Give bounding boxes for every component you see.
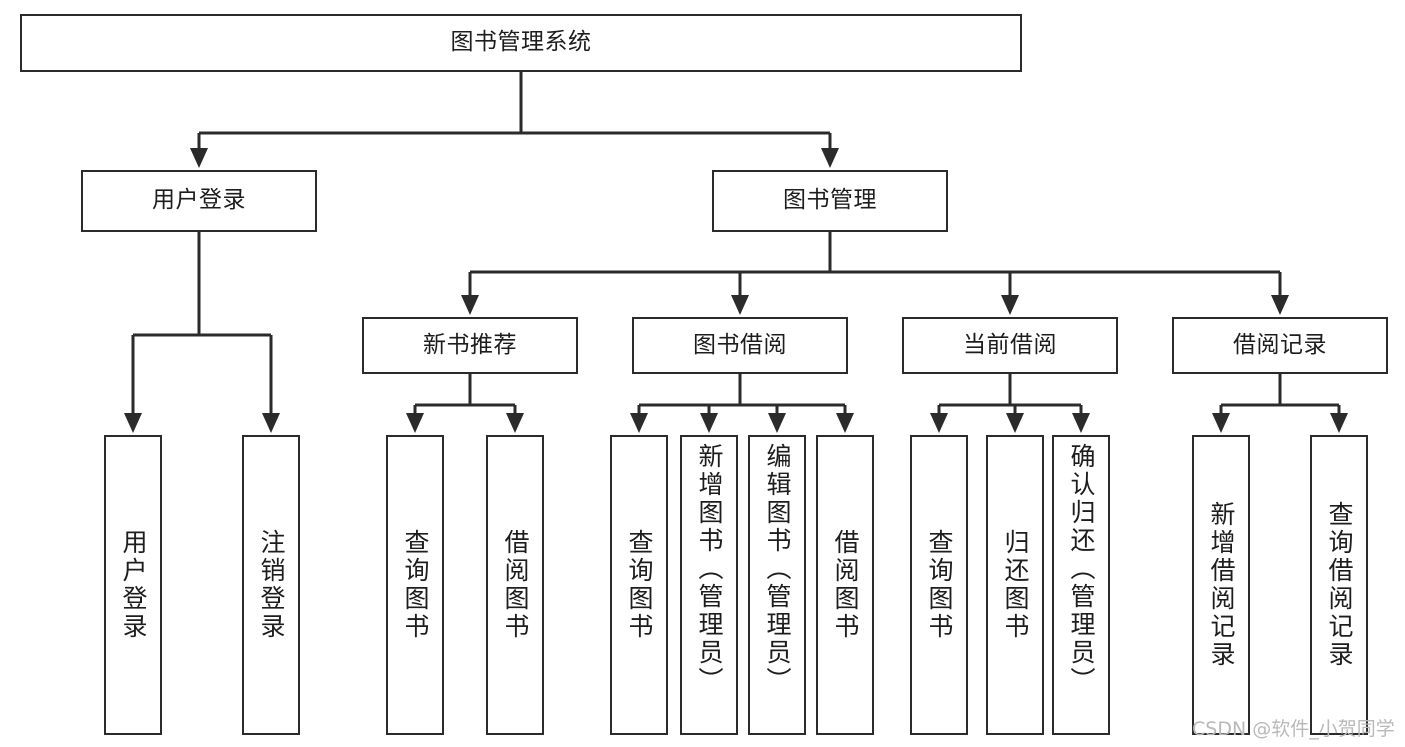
node-label-borrow: 图书借阅: [693, 331, 787, 358]
node-l-borrow2[interactable]: 借阅图书: [816, 435, 874, 735]
node-l-borrow1[interactable]: 借阅图书: [486, 435, 544, 735]
node-label-l-addbook: 新增图书（管理员）: [695, 443, 724, 695]
node-label-l-queryrec: 查询借阅记录: [1325, 501, 1354, 669]
node-l-addrec[interactable]: 新增借阅记录: [1192, 435, 1250, 735]
node-label-current: 当前借阅: [963, 331, 1057, 358]
node-label-l-confirm: 确认归还（管理员）: [1067, 443, 1096, 695]
csdn-watermark: CSDN @软件_小贺同学: [1192, 718, 1395, 740]
node-label-l-query2: 查询图书: [625, 529, 654, 641]
node-records[interactable]: 借阅记录: [1172, 317, 1388, 374]
node-login[interactable]: 用户登录: [81, 170, 317, 232]
node-l-queryrec[interactable]: 查询借阅记录: [1310, 435, 1368, 735]
node-label-l-query3: 查询图书: [925, 529, 954, 641]
node-label-l-return: 归还图书: [1001, 529, 1030, 641]
node-l-query3[interactable]: 查询图书: [910, 435, 968, 735]
node-label-l-logout: 注销登录: [257, 529, 286, 641]
node-l-confirm[interactable]: 确认归还（管理员）: [1052, 435, 1110, 735]
node-label-l-query1: 查询图书: [401, 529, 430, 641]
node-l-editbook[interactable]: 编辑图书（管理员）: [748, 435, 806, 735]
node-label-l-userlogin: 用户登录: [119, 529, 148, 641]
node-newbook[interactable]: 新书推荐: [362, 317, 578, 374]
node-l-return[interactable]: 归还图书: [986, 435, 1044, 735]
node-label-l-editbook: 编辑图书（管理员）: [763, 443, 792, 695]
node-l-userlogin[interactable]: 用户登录: [104, 435, 162, 735]
node-label-l-borrow2: 借阅图书: [831, 529, 860, 641]
node-label-bookmgmt: 图书管理: [783, 187, 877, 214]
node-label-root: 图书管理系统: [450, 29, 592, 56]
node-root[interactable]: 图书管理系统: [20, 14, 1022, 72]
node-label-l-addrec: 新增借阅记录: [1207, 501, 1236, 669]
node-label-l-borrow1: 借阅图书: [501, 529, 530, 641]
node-label-login: 用户登录: [152, 187, 246, 214]
node-label-newbook: 新书推荐: [423, 331, 517, 358]
node-current[interactable]: 当前借阅: [902, 317, 1118, 374]
node-label-records: 借阅记录: [1233, 331, 1327, 358]
node-borrow[interactable]: 图书借阅: [632, 317, 848, 374]
node-l-query1[interactable]: 查询图书: [386, 435, 444, 735]
node-l-query2[interactable]: 查询图书: [610, 435, 668, 735]
node-bookmgmt[interactable]: 图书管理: [712, 170, 948, 232]
node-l-logout[interactable]: 注销登录: [242, 435, 300, 735]
node-l-addbook[interactable]: 新增图书（管理员）: [680, 435, 738, 735]
